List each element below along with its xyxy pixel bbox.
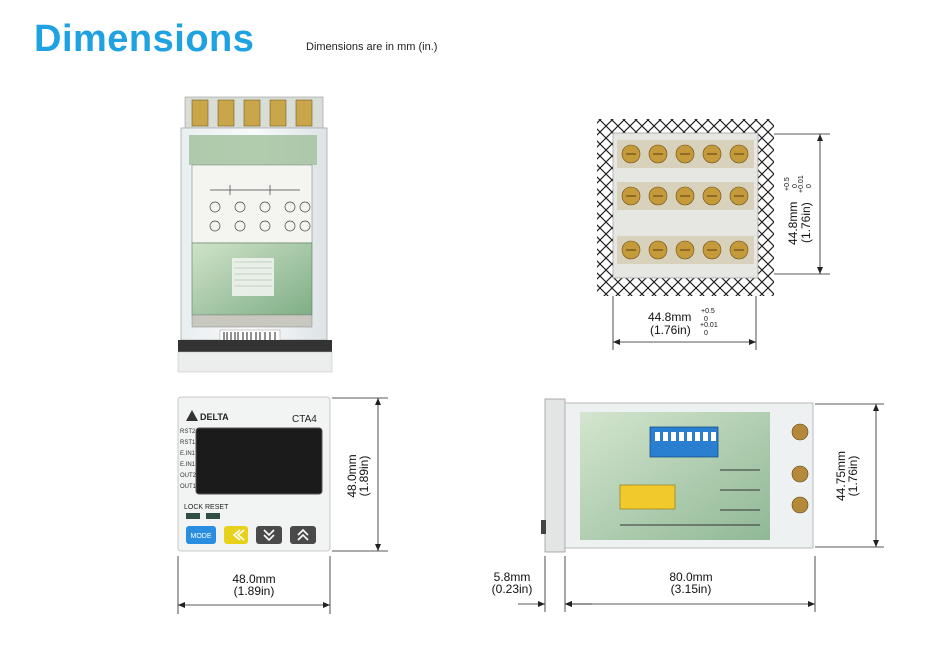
double-left-icon [232, 529, 245, 541]
cutout-height-mm-tol-lower: 0 [792, 184, 799, 188]
units-note: Dimensions are in mm (in.) [306, 41, 438, 53]
double-up-icon [297, 528, 309, 541]
panel-cutout: 44.8mm +0.5 0 (1.76in) +0.01 0 44.8mm +0… [597, 119, 830, 350]
front-height-mm: 48.0mm [345, 454, 359, 497]
side-front-in: (0.23in) [492, 582, 533, 596]
lock-led [186, 513, 200, 519]
cutout-width-mm-tol-lower: 0 [704, 316, 708, 323]
side-bezel [544, 398, 566, 553]
cutout-height-mm: 44.8mm [786, 202, 800, 245]
lock-reset-label: LOCK RESET [184, 504, 229, 511]
front-height-in: (1.89in) [357, 456, 371, 497]
side-depth-mm: 80.0mm [669, 570, 712, 584]
front-width-in: (1.89in) [234, 584, 275, 598]
side-front-mm: 5.8mm [494, 570, 531, 584]
cutout-width-in: (1.76in) [650, 323, 691, 337]
rear-view-photo [177, 96, 333, 373]
front-width-mm: 48.0mm [232, 572, 275, 586]
cutout-height-mm-tol-upper: +0.5 [784, 177, 791, 191]
front-view: DELTA CTA4 RST2 RST1 E.IN1 E.IN1 OUT2 OU… [177, 396, 388, 614]
brand-label: DELTA [200, 412, 229, 422]
side-depth-in: (3.15in) [671, 582, 712, 596]
cutout-terminal-blocks [617, 140, 754, 264]
cutout-height-in: (1.76in) [799, 202, 813, 243]
indicator-label: E.IN1 [180, 451, 196, 457]
page-title: Dimensions [34, 18, 255, 60]
cutout-width-in-tol-upper: +0.01 [700, 322, 718, 329]
indicator-label: RST2 [180, 429, 196, 435]
side-height-mm: 44.75mm [834, 451, 848, 501]
side-view: 5.8mm (0.23in) 80.0mm (3.15in) 44.75mm (… [492, 398, 884, 612]
cutout-width-in-tol-lower: 0 [704, 330, 708, 337]
indicator-label: RST1 [180, 440, 196, 446]
indicator-label: E.IN1 [180, 462, 196, 468]
indicator-label: OUT2 [180, 473, 197, 479]
cutout-height-in-tol-lower: 0 [806, 184, 813, 188]
relay [619, 484, 676, 510]
delta-logo-icon [186, 410, 198, 421]
lcd-display [195, 427, 323, 495]
cutout-width-mm: 44.8mm [648, 310, 691, 324]
cutout-height-in-tol-upper: +0.01 [798, 175, 805, 193]
indicator-label: OUT1 [180, 484, 197, 490]
dip-switch [649, 426, 719, 458]
side-height-in: (1.76in) [846, 456, 860, 497]
left-key [224, 526, 248, 544]
cutout-width-mm-tol-upper: +0.5 [701, 308, 715, 315]
mode-key-label: MODE [191, 533, 212, 540]
rear-top-terminals [184, 96, 324, 133]
model-label: CTA4 [292, 414, 317, 425]
double-down-icon [263, 529, 275, 542]
reset-led [206, 513, 220, 519]
mode-key [186, 526, 216, 544]
